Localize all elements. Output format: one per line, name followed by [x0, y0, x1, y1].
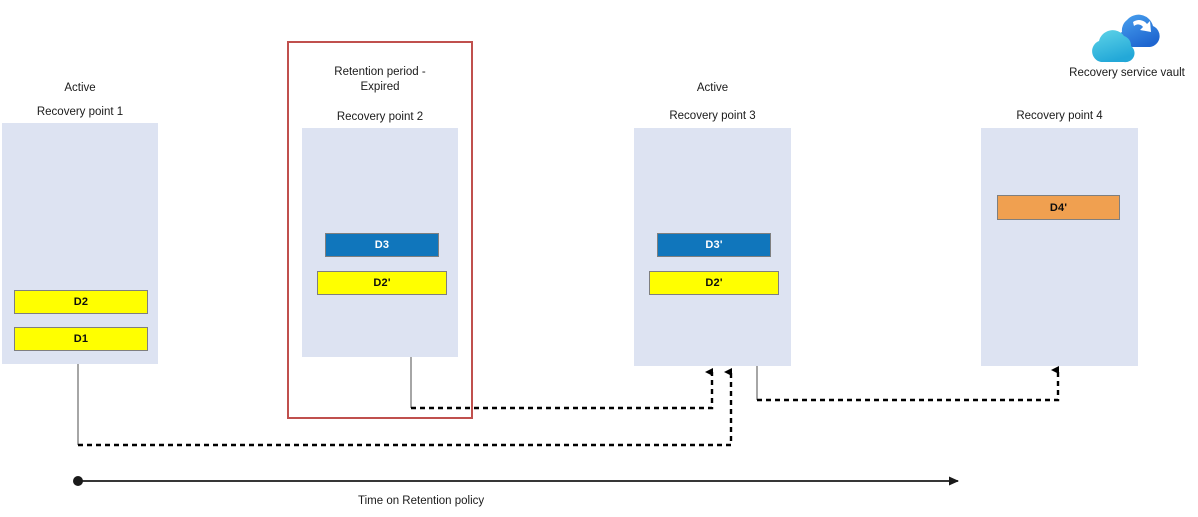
recovery-point-4-box[interactable]: D4' — [981, 128, 1138, 366]
data-bar-d2[interactable]: D2 — [14, 290, 148, 314]
recovery-point-3-status: Active — [696, 82, 729, 94]
recovery-point-2-status: Retention period - Expired — [334, 66, 426, 93]
data-bar-d3[interactable]: D3 — [325, 233, 439, 257]
recovery-point-2-box[interactable]: D3 D2' — [302, 128, 458, 357]
recovery-point-1-title: Recovery point 1 — [36, 106, 124, 118]
recovery-point-4-title: Recovery point 4 — [1016, 110, 1103, 122]
data-bar-d4-prime[interactable]: D4' — [997, 195, 1120, 220]
recovery-point-3-box[interactable]: D3' D2' — [634, 128, 791, 366]
data-bar-d2-prime[interactable]: D2' — [317, 271, 447, 295]
recovery-point-1-box[interactable]: D2 D1 — [2, 123, 158, 364]
data-bar-d2-prime-rp3[interactable]: D2' — [649, 271, 779, 295]
recovery-point-1-status: Active — [64, 82, 96, 94]
recovery-services-vault[interactable] — [1086, 2, 1168, 68]
data-bar-d3-prime[interactable]: D3' — [657, 233, 771, 257]
data-bar-d1[interactable]: D1 — [14, 327, 148, 351]
recovery-services-vault-icon — [1092, 14, 1160, 63]
retention-expired-highlight — [287, 41, 473, 419]
connector-rp3-to-rp4 — [756, 360, 1060, 402]
recovery-point-2-title: Recovery point 2 — [336, 111, 424, 123]
recovery-services-vault-label: Recovery service vault — [1069, 67, 1185, 79]
timeline-axis — [73, 476, 959, 486]
recovery-point-3-title: Recovery point 3 — [669, 110, 756, 122]
timeline-label: Time on Retention policy — [358, 495, 485, 507]
